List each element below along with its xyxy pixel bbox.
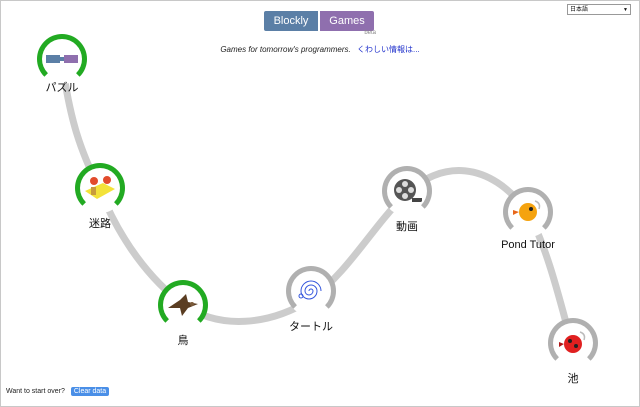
start-over-prompt: Want to start over? [6,388,65,395]
language-selected: 日本語 [570,7,589,13]
movie-reel-icon [389,173,425,209]
blockly-games-logo[interactable]: Blockly Games beta [264,11,376,39]
language-select[interactable]: 日本語 ▼ [567,4,631,15]
turtle-spiral-icon [293,273,329,309]
puzzle-icon [44,41,80,77]
tagline: Games for tomorrow's programmers. くわしい情報… [0,44,640,55]
game-label-turtle: タートル [289,321,333,333]
game-node-movie[interactable]: 動画 [382,166,432,233]
bird-icon [165,287,201,323]
logo-games: Games [320,11,374,31]
more-info-link[interactable]: くわしい情報は... [357,45,420,54]
game-label-maze: 迷路 [89,218,111,230]
clear-data-button[interactable]: Clear data [70,387,110,396]
maze-icon [82,170,118,206]
game-label-pond-tutor: Pond Tutor [501,239,555,251]
game-node-pond-tutor[interactable]: Pond Tutor [501,187,555,251]
beta-badge: beta [364,30,376,36]
game-node-pond[interactable]: 池 [548,318,598,385]
game-node-turtle[interactable]: タートル [286,266,336,333]
duck-icon [510,194,546,230]
game-label-puzzle: パズル [45,82,79,94]
game-node-puzzle[interactable]: パズル [37,34,87,94]
game-label-movie: 動画 [396,221,418,233]
logo-blockly: Blockly [264,11,318,31]
game-label-bird: 鳥 [177,335,189,347]
footer: Want to start over? Clear data [6,387,110,396]
game-label-pond: 池 [567,373,579,385]
game-node-maze[interactable]: 迷路 [75,163,125,230]
ladybug-duck-icon [555,325,591,361]
tagline-text: Games for tomorrow's programmers. [220,45,351,54]
game-node-bird[interactable]: 鳥 [158,280,208,347]
dropdown-arrow-icon: ▼ [623,7,628,13]
